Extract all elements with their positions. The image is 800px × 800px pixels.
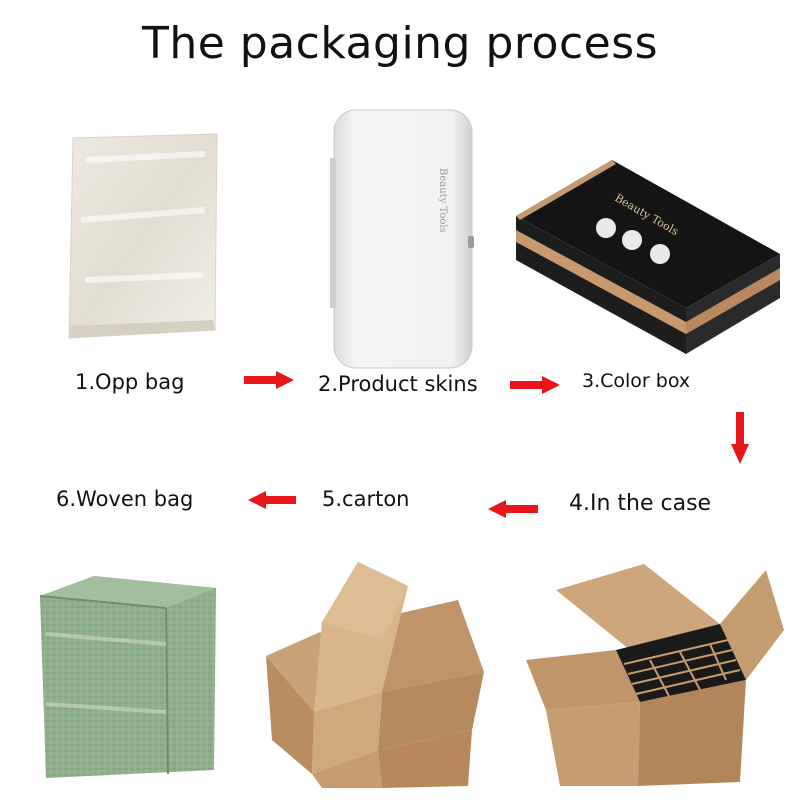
step-label-carton: 5.carton	[322, 487, 410, 511]
arrow-left-icon	[248, 491, 296, 509]
step-label-product-skins: 2.Product skins	[318, 372, 478, 396]
step-label-color-box: 3.Color box	[582, 370, 691, 392]
arrow-right-icon	[244, 371, 294, 389]
opp-bag-image	[55, 130, 225, 345]
arrow-left-icon	[488, 500, 538, 518]
case-with-boxes-image	[520, 560, 790, 790]
arrow-right-icon	[510, 376, 560, 394]
page-title: The packaging process	[141, 18, 659, 69]
color-box-image: Beauty Tools	[514, 158, 784, 358]
woven-bag-image	[36, 574, 221, 784]
open-carton-image	[262, 560, 492, 790]
arrow-down-icon	[731, 412, 749, 464]
svg-text:Beauty Tools: Beauty Tools	[437, 168, 448, 233]
step-label-in-the-case: 4.In the case	[569, 491, 712, 516]
product-case-image: Beauty Tools	[328, 108, 478, 370]
step-label-woven-bag: 6.Woven bag	[56, 487, 194, 511]
step-label-opp-bag: 1.Opp bag	[75, 370, 185, 394]
